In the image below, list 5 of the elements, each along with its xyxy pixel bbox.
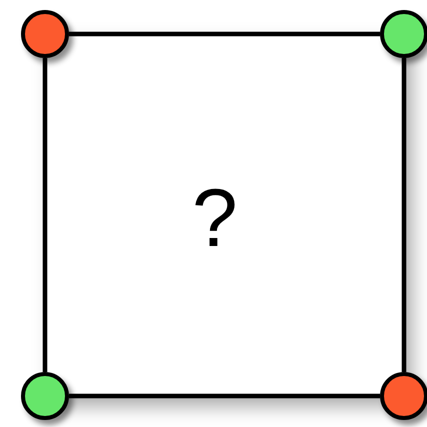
connector-line bbox=[69, 394, 380, 398]
question-mark: ? bbox=[192, 178, 238, 260]
connector-line bbox=[69, 32, 380, 36]
connector-line bbox=[42, 58, 48, 372]
connector-line bbox=[402, 58, 406, 372]
